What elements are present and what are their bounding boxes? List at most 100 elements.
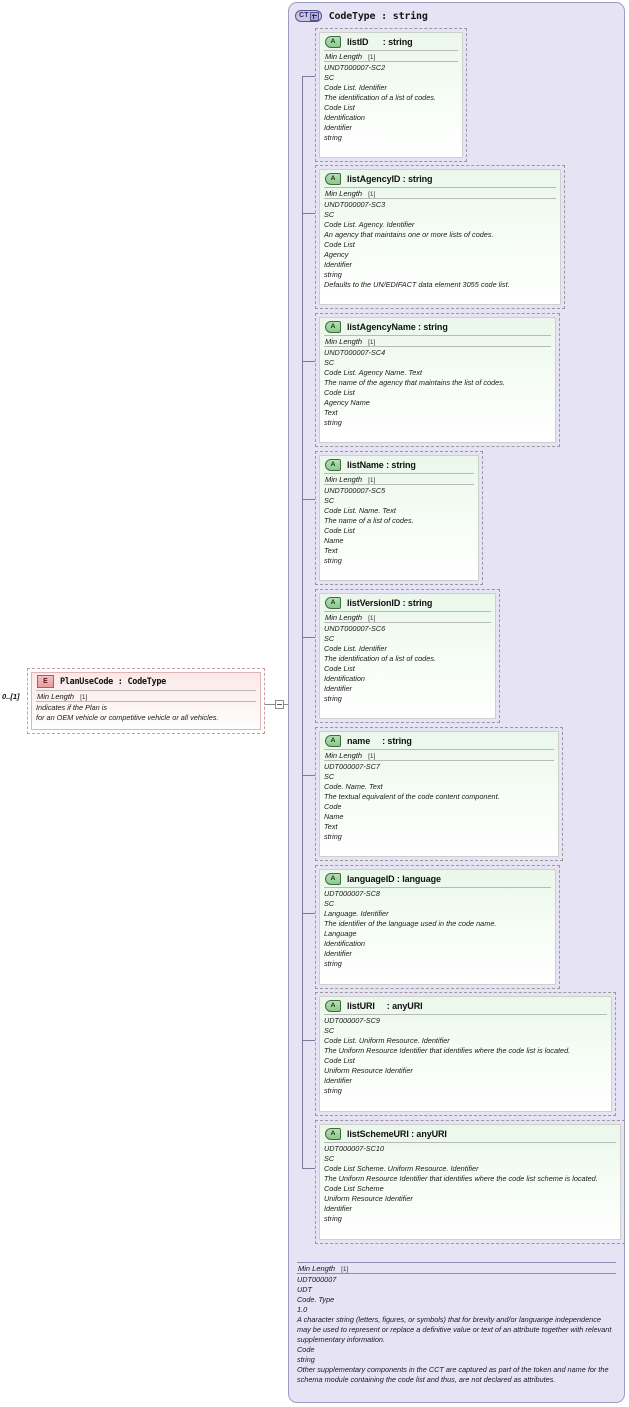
attribute-facet-line: Identification — [324, 674, 365, 683]
complextype-badge[interactable]: CT — [295, 10, 322, 22]
attribute-facet-line: Code List. Agency. Identifier — [324, 220, 415, 229]
element-name: PlanUseCode : CodeType — [60, 676, 166, 687]
tree-branch-line — [302, 775, 315, 776]
attribute-rule-row: Min Length [1] — [324, 749, 554, 760]
attribute-rule-row: Min Length[1] — [324, 187, 556, 198]
attribute-facet-line: string — [324, 1214, 342, 1223]
connector-line-horizontal-right — [284, 704, 290, 705]
attribute-facet-line: SC — [324, 899, 335, 908]
attribute-rule-label: Min Length — [325, 337, 363, 346]
attribute-facet-line: Code List. Identifier — [324, 83, 387, 92]
attribute-facet-line: SC — [324, 772, 335, 781]
element-badge-icon: E — [37, 675, 54, 688]
element-rule-cardinality: [1] — [80, 694, 88, 701]
attribute-rule-cardinality: [1] — [368, 753, 376, 760]
attribute-facet-line: string — [324, 270, 342, 279]
attribute-rule-cardinality: [1] — [368, 615, 376, 622]
attribute-facet-line: Code List — [324, 664, 355, 673]
expander-toggle[interactable] — [275, 700, 284, 709]
attribute-facet-line: An agency that maintains one or more lis… — [324, 230, 494, 239]
attribute-rule-cardinality: [1] — [368, 191, 376, 198]
attribute-facet-line: Code List — [324, 388, 355, 397]
attribute-name: listAgencyID : string — [347, 173, 433, 184]
attribute-facet-line: string — [324, 832, 342, 841]
attribute-facet-line: Name — [324, 812, 344, 821]
attribute-facet-line: The name of the agency that maintains th… — [324, 378, 505, 387]
attribute-facet-line: string — [324, 959, 342, 968]
complextype-header: CT CodeType : string — [295, 8, 428, 24]
attribute-badge-icon: A — [325, 872, 341, 885]
attribute-facet-line: Uniform Resource Identifier — [324, 1194, 413, 1203]
element-node-header: E PlanUseCode : CodeType — [32, 673, 260, 690]
attribute-facet-line: The identification of a list of codes. — [324, 93, 436, 102]
element-node-planusecode[interactable]: E PlanUseCode : CodeType Min Length [1] … — [27, 668, 265, 734]
attribute-facet-line: string — [324, 133, 342, 142]
attribute-facet-line: Code List — [324, 1056, 355, 1065]
complextype-facet-line: Code. Type — [297, 1295, 335, 1304]
attribute-facet-line: Code — [324, 802, 342, 811]
element-cardinality: 0..[1] — [2, 692, 20, 701]
attribute-facet-line: Code List Scheme — [324, 1184, 384, 1193]
attribute-badge-icon: A — [325, 458, 341, 471]
attribute-name: languageID : language — [347, 873, 441, 884]
attribute-name: name : string — [347, 735, 412, 746]
connector-line-horizontal-left — [265, 704, 277, 705]
attribute-rule-label: Min Length — [325, 751, 363, 760]
attribute-facet-line: Code List Scheme. Uniform Resource. Iden… — [324, 1164, 479, 1173]
attribute-name: listURI : anyURI — [347, 1000, 423, 1011]
attribute-facet-line: Code List. Identifier — [324, 644, 387, 653]
attribute-facet-line: Code List. Name. Text — [324, 506, 396, 515]
element-node-body: E PlanUseCode : CodeType Min Length [1] … — [31, 672, 261, 730]
attribute-facet-line: string — [324, 694, 342, 703]
attribute-badge-icon: A — [325, 999, 341, 1012]
complextype-facet-line: 1.0 — [297, 1305, 308, 1314]
attribute-facet-line: UDT000007-SC7 — [324, 762, 380, 771]
complextype-facet-line: string — [297, 1355, 315, 1364]
attribute-facet-line: Code List — [324, 240, 355, 249]
attribute-facet-line: The Uniform Resource Identifier that ide… — [324, 1174, 598, 1183]
attribute-name: listSchemeURI : anyURI — [347, 1128, 447, 1139]
attribute-facet-line: SC — [324, 358, 335, 367]
attribute-facet-line: SC — [324, 496, 335, 505]
complextype-facet-line: UDT — [297, 1285, 312, 1294]
attribute-rule-cardinality: [1] — [368, 54, 376, 61]
attribute-badge-icon: A — [325, 320, 341, 333]
attribute-facet-line: Identifier — [324, 123, 352, 132]
attribute-facet-line: The name of a list of codes. — [324, 516, 414, 525]
attribute-rule-label: Min Length — [325, 613, 363, 622]
attribute-name: listName : string — [347, 459, 416, 470]
complextype-title: CodeType : string — [328, 10, 428, 22]
attribute-name: listID : string — [347, 36, 413, 47]
plus-icon[interactable] — [309, 11, 319, 21]
attribute-facet-line: Identifier — [324, 1204, 352, 1213]
tree-branch-line — [302, 213, 315, 214]
attribute-facet-line: Identification — [324, 939, 365, 948]
attribute-facet-line: UNDT000007-SC5 — [324, 486, 386, 495]
